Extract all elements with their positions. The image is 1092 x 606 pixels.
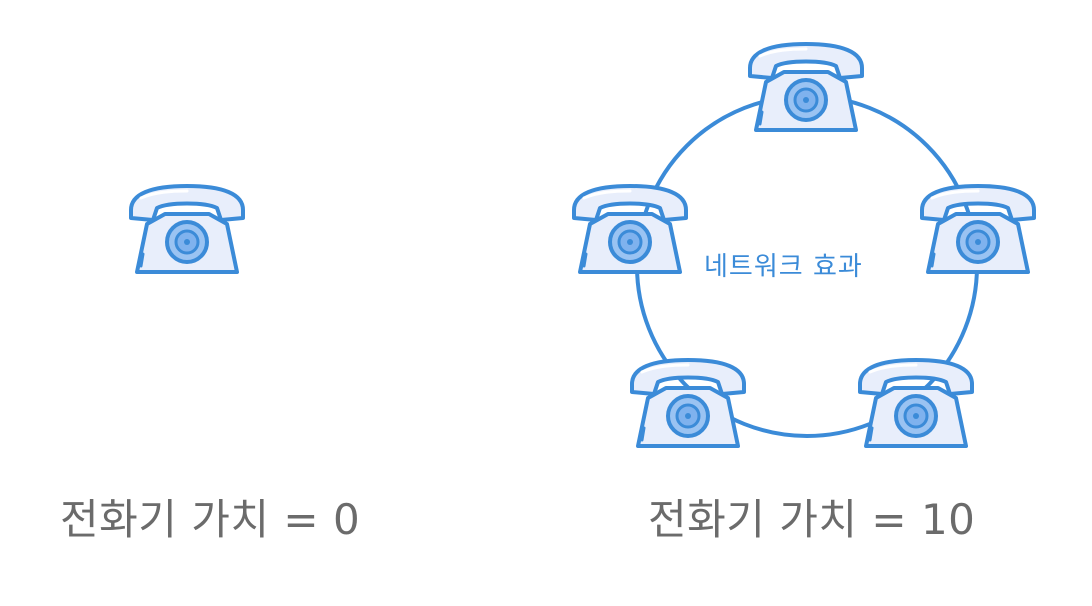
telephone-icon — [854, 354, 978, 452]
network-effect-label: 네트워크 효과 — [704, 252, 863, 282]
telephone-icon — [916, 180, 1040, 278]
telephone-icon — [568, 180, 692, 278]
single-phone-value-caption: 전화기 가치 = 0 — [60, 495, 361, 544]
telephone-icon — [626, 354, 750, 452]
network-phones-panel: 네트워크 효과 전화기 가치 = 10 — [520, 0, 1092, 606]
telephone-icon — [125, 180, 249, 278]
telephone-icon — [744, 38, 868, 136]
single-phone-panel: 전화기 가치 = 0 — [0, 0, 420, 606]
network-phone-value-caption: 전화기 가치 = 10 — [648, 495, 976, 544]
